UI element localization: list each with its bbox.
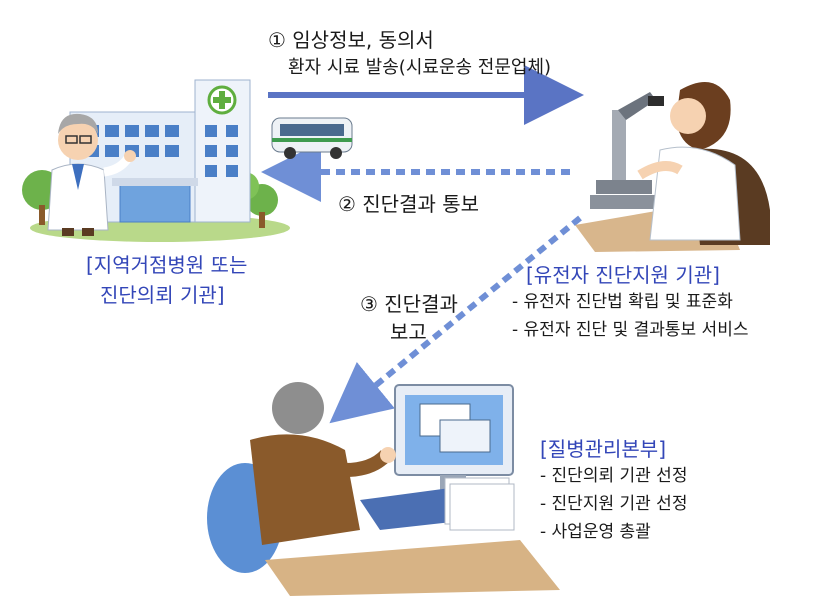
genetic-center-title: [유전자 진단지원 기관]: [526, 263, 720, 287]
step1-label-line1: ① 임상정보, 동의서: [268, 28, 434, 52]
arrow-step3: [329, 215, 582, 424]
step3-label-line2: 보고: [390, 320, 427, 344]
hospital-label-line2: 진단의뢰 기관]: [100, 283, 225, 307]
researcher-illustration: [575, 82, 770, 252]
step3-label-line1: ③ 진단결과: [360, 292, 458, 316]
genetic-center-item: - 유전자 진단 및 결과통보 서비스: [512, 320, 749, 340]
kcdc-worker-illustration: [207, 382, 560, 596]
step2-label: ② 진단결과 통보: [338, 192, 480, 216]
hospital-label-line1: [지역거점병원 또는: [86, 253, 248, 277]
step1-label-line2: 환자 시료 발송(시료운송 전문업체): [288, 57, 552, 78]
transport-van-illustration: [271, 117, 353, 159]
genetic-center-block: [유전자 진단지원 기관] - 유전자 진단법 확립 및 표준화 - 유전자 진…: [512, 262, 748, 344]
kcdc-title: [질병관리본부]: [540, 437, 667, 461]
kcdc-item: - 진단의뢰 기관 선정: [540, 466, 688, 486]
kcdc-block: [질병관리본부] - 진단의뢰 기관 선정 - 진단지원 기관 선정 - 사업운…: [540, 436, 687, 546]
hospital-illustration: [22, 79, 290, 242]
kcdc-item: - 사업운영 총괄: [540, 522, 651, 542]
genetic-center-item: - 유전자 진단법 확립 및 표준화: [512, 292, 733, 312]
kcdc-item: - 진단지원 기관 선정: [540, 494, 688, 514]
